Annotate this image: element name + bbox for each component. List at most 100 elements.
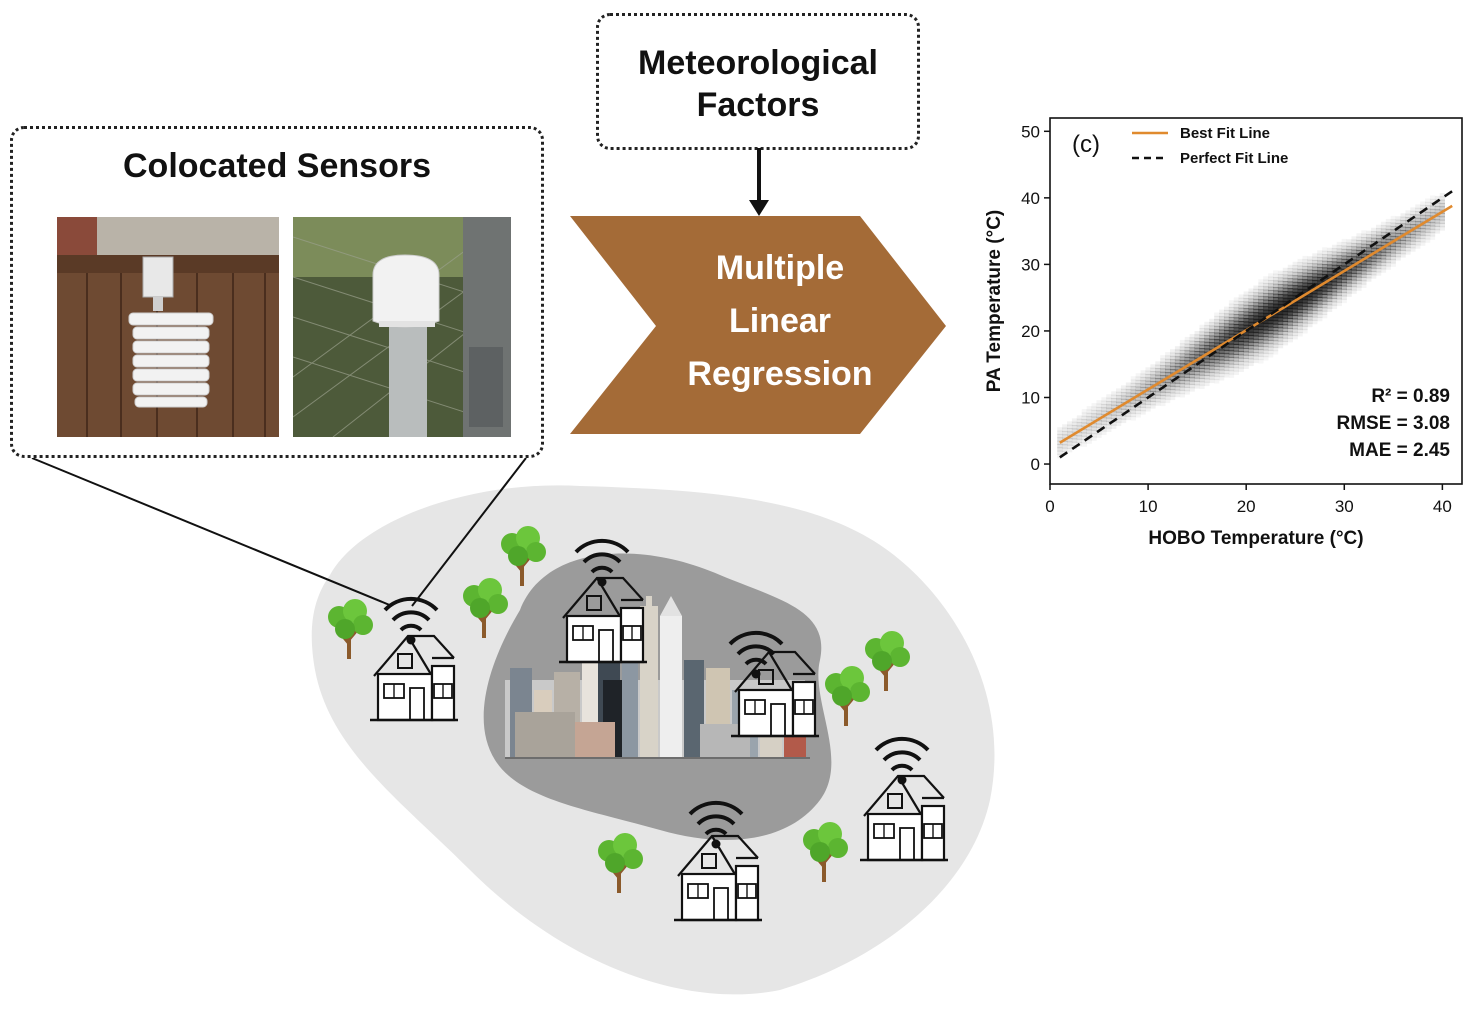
density-cell [1380, 265, 1387, 270]
density-cell [1179, 386, 1186, 391]
density-cell [1356, 283, 1362, 288]
density-cell [1214, 379, 1220, 384]
density-cell [1189, 383, 1195, 389]
density-cell [1273, 323, 1279, 328]
density-cell [1106, 427, 1112, 432]
density-cell [1312, 273, 1318, 278]
density-cell [1160, 388, 1166, 393]
density-cell [1214, 365, 1220, 371]
density-cell [1390, 235, 1396, 241]
density-cell [1425, 238, 1431, 243]
density-cell [1429, 235, 1436, 240]
density-cell [1263, 352, 1269, 358]
density-cell [1135, 379, 1141, 385]
regression-line2: Linear [728, 302, 832, 340]
density-cell [1439, 202, 1445, 208]
density-cell [1415, 221, 1421, 226]
density-cell [1297, 322, 1303, 327]
density-cell [1307, 279, 1313, 284]
density-cell [1228, 306, 1235, 312]
density-cell [1067, 437, 1073, 443]
density-cell [1429, 208, 1436, 214]
density-cell [1415, 217, 1421, 223]
density-cell [1228, 370, 1235, 375]
density-cell [1096, 426, 1102, 432]
density-cell [1106, 400, 1112, 406]
density-cell [1336, 255, 1342, 260]
density-cell [1120, 395, 1127, 400]
density-cell [1165, 378, 1171, 384]
x-tick-label: 40 [1433, 497, 1452, 516]
density-cell [1248, 361, 1254, 367]
density-cell [1434, 222, 1441, 227]
density-cell [1170, 359, 1176, 364]
density-cell [1322, 277, 1328, 282]
density-cell [1346, 252, 1352, 257]
density-cell [1214, 329, 1220, 334]
density-cell [1135, 396, 1141, 401]
density-cell [1243, 304, 1249, 310]
x-tick-label: 10 [1139, 497, 1158, 516]
density-cell [1425, 215, 1431, 220]
density-cell [1341, 295, 1347, 300]
density-cell [1361, 230, 1367, 235]
density-cell [1434, 225, 1441, 231]
density-cell [1380, 248, 1387, 253]
density-cell [1268, 346, 1274, 351]
density-cell [1302, 285, 1308, 291]
density-cell [1155, 397, 1161, 403]
density-cell [1214, 342, 1220, 347]
density-cell [1258, 355, 1264, 361]
density-cell [1282, 274, 1289, 279]
density-cell [1243, 321, 1249, 326]
density-cell [1233, 347, 1239, 352]
density-cell [1204, 365, 1210, 370]
density-cell [1297, 262, 1303, 267]
density-cell [1395, 216, 1401, 221]
density-cell [1273, 296, 1279, 302]
density-cell [1233, 327, 1239, 332]
density-cell [1174, 392, 1181, 398]
density-cell [1346, 242, 1352, 247]
density-cell [1390, 219, 1396, 224]
density-cell [1204, 345, 1210, 350]
density-cell [1111, 421, 1117, 426]
density-cell [1410, 210, 1416, 216]
density-cell [1106, 424, 1112, 429]
density-cell [1096, 406, 1102, 412]
density-cell [1214, 362, 1220, 367]
density-cell [1253, 328, 1259, 334]
density-cell [1096, 420, 1102, 425]
density-cell [1194, 337, 1200, 343]
density-cell [1135, 409, 1141, 415]
density-cell [1233, 313, 1239, 319]
density-cell [1214, 359, 1220, 364]
density-cell [1209, 345, 1215, 350]
density-cell [1287, 264, 1293, 270]
density-cell [1415, 204, 1421, 209]
density-cell [1199, 351, 1205, 356]
density-cell [1268, 316, 1274, 321]
density-cell [1331, 251, 1338, 256]
density-cell [1194, 344, 1200, 349]
density-cell [1160, 391, 1166, 397]
density-cell [1258, 282, 1264, 287]
sensor-photo-purpleair [293, 217, 511, 437]
density-cell [1415, 231, 1421, 236]
density-cell [1356, 236, 1362, 242]
density-cell [1371, 227, 1377, 233]
density-cell [1067, 421, 1073, 426]
density-cell [1111, 391, 1117, 396]
density-cell [1091, 429, 1097, 435]
density-cell [1116, 395, 1122, 400]
density-cell [1106, 417, 1112, 422]
density-cell [1057, 433, 1063, 439]
density-cell [1199, 361, 1205, 366]
density-cell [1326, 271, 1333, 276]
density-cell [1179, 363, 1186, 368]
density-cell [1361, 243, 1367, 249]
density-cell [1439, 206, 1445, 211]
density-cell [1341, 265, 1347, 270]
density-cell [1253, 288, 1259, 294]
density-cell [1258, 309, 1264, 314]
